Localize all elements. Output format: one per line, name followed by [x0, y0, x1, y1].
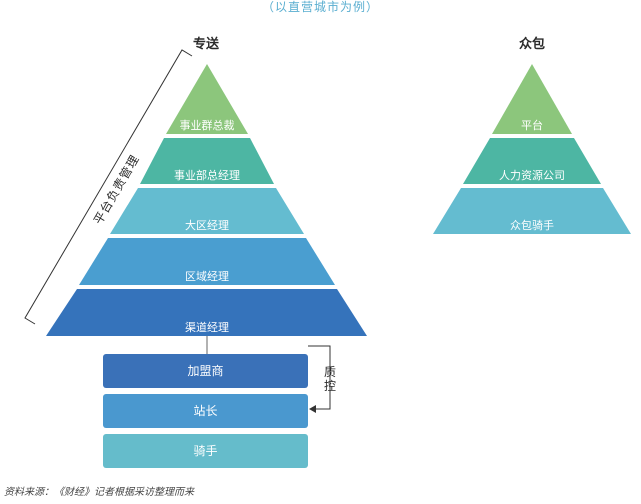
left-layer-4: [79, 238, 335, 285]
left-layer-5-label: 渠道经理: [185, 320, 229, 334]
right-layer-1: [492, 64, 572, 134]
left-layer-3: [110, 188, 304, 234]
left-layer-1-label: 事业群总裁: [180, 118, 235, 132]
right-layer-3-label: 众包骑手: [510, 218, 554, 232]
management-bracket: [24, 49, 193, 325]
qc-arrowhead: [309, 405, 316, 413]
qc-arrow-line: [308, 345, 331, 410]
franchisee-box: 加盟商: [103, 354, 308, 388]
station-master-box: 站长: [103, 394, 308, 428]
left-layer-2-label: 事业部总经理: [174, 168, 240, 182]
left-layer-4-label: 区域经理: [185, 270, 229, 283]
left-layer-1: [166, 64, 248, 134]
rider-box: 骑手: [103, 434, 308, 468]
left-layer-2: [140, 138, 274, 184]
right-layer-2-label: 人力资源公司: [499, 168, 565, 182]
right-layer-2: [463, 138, 601, 184]
left-layer-3-label: 大区经理: [185, 218, 229, 232]
left-column-title: 专送: [192, 37, 219, 52]
chart-subtitle: （以直营城市为例）: [261, 0, 379, 14]
right-column-title: 众包: [518, 37, 545, 52]
qc-label: 质控: [323, 365, 336, 393]
right-layer-1-label: 平台: [521, 118, 543, 132]
right-layer-3: [433, 188, 631, 234]
source-note: 资料来源：《财经》记者根据采访整理而来: [4, 487, 194, 498]
left-layer-5: [46, 289, 367, 336]
